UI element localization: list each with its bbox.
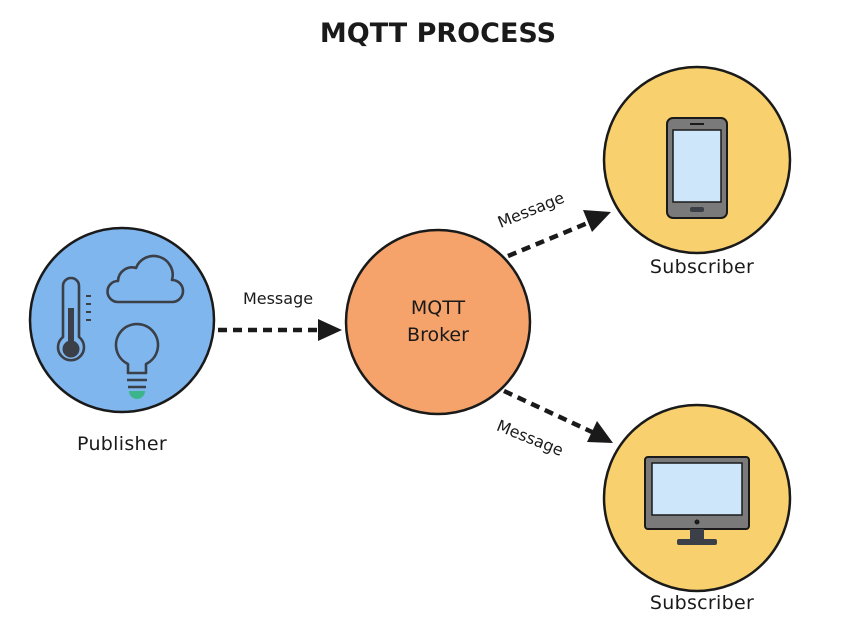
edge-label: Message [495,188,567,232]
edge-label: Message [243,289,313,308]
broker-node: MQTT Broker [344,228,532,416]
broker-circle [344,228,532,416]
arrow-head [583,210,611,232]
edge-broker-to-subscriber-desktop: Message [494,388,613,460]
diagram-title: MQTT PROCESS [320,18,556,49]
smartphone-icon [666,117,728,219]
arrow-head [318,319,342,341]
subscriber-desktop-label: Subscriber [650,592,754,614]
lightbulb-icon [114,322,160,399]
edge-label: Message [494,416,566,460]
subscriber-phone-node: Subscriber [602,65,792,278]
arrow-head [587,421,613,443]
subscriber-phone-label: Subscriber [650,256,754,278]
broker-label-line2: Broker [407,324,469,346]
edge-publisher-to-broker: Message [218,289,342,341]
cloud-icon [106,254,185,304]
publisher-label: Publisher [77,433,167,455]
thermometer-icon [56,276,91,362]
broker-label-line1: MQTT [411,297,466,319]
publisher-node: Publisher [28,226,216,455]
edge-broker-to-subscriber-phone: Message [495,188,611,259]
publisher-circle [28,226,216,414]
desktop-monitor-icon [644,456,750,545]
subscriber-desktop-node: Subscriber [602,403,792,614]
